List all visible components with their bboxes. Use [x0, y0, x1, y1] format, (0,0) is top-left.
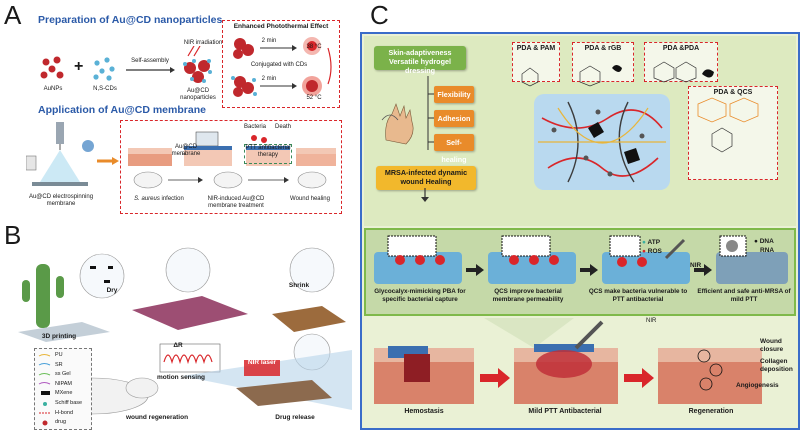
ptt-label: PTT antibacterial therapy	[245, 145, 291, 158]
panel-a-letter: A	[4, 0, 22, 30]
label-motion-sensing: motion sensing	[156, 374, 206, 381]
dna-text: DNA	[759, 238, 774, 245]
atp-text: ATP	[647, 239, 661, 246]
step-2-text: QCS improve bacterial membrane permeabil…	[492, 288, 564, 303]
nscds-label: N,S-CDs	[93, 86, 117, 92]
time-2min-bottom: 2 min	[261, 76, 277, 82]
label-delta-r: ΔR	[173, 342, 183, 349]
panel-a-app-title: Application of Au@CD membrane	[38, 104, 206, 116]
application-box	[120, 120, 342, 214]
ros-label: ● ROS	[642, 248, 662, 255]
property-bracket	[427, 76, 434, 150]
legend-item-nipam: NIPAM	[55, 380, 73, 387]
legend-item-drug: drug	[55, 419, 67, 426]
legend-item-schiff: Schiff base	[55, 399, 83, 406]
label-drug-release: Drug release	[275, 414, 315, 421]
arrow-icon	[126, 67, 175, 73]
label-wound-regeneration: wound regeneration	[125, 414, 189, 421]
ptt-box	[244, 144, 292, 164]
photothermal-illustration	[231, 37, 332, 97]
self-assembly-label: Self-assembly	[131, 58, 169, 64]
atp-label: ● ATP	[642, 239, 661, 246]
death-label: Death	[274, 124, 291, 130]
hydrogel-dressing-box: Skin-adaptiveness Versatile hydrogel dre…	[374, 46, 466, 75]
pda-rgb-title: PDA & rGB	[584, 45, 622, 52]
pda-qcs-title: PDA & QCS	[713, 89, 753, 96]
flexibility-box: Flexibility	[434, 86, 474, 103]
time-2min-top: 2 min	[261, 38, 277, 44]
legend-swatches	[38, 354, 51, 426]
bacteria-label: Bacteria	[243, 124, 266, 130]
label-nir-laser: NIR laser	[247, 359, 277, 366]
wound-stages-illustration	[374, 318, 762, 404]
legend-item-hbond: H-bond	[55, 409, 74, 416]
aucd-np-label: Au@CD nanoparticles	[180, 88, 216, 101]
label-shrink: Shrink	[288, 282, 310, 289]
legend-item-pu: PU	[55, 352, 63, 358]
legend-item-sr: SR	[55, 361, 63, 368]
label-wound-closure: Wound closure	[760, 338, 784, 353]
panel-b-letter: B	[4, 220, 22, 250]
temp-52: 52 °C	[306, 95, 322, 101]
down-arrow-icon	[421, 188, 429, 202]
label-3d-printing: 3D printing	[41, 333, 77, 340]
pda-pam-box: PDA & PAM	[512, 42, 560, 82]
pda-pda-title: PDA &PDA	[662, 45, 700, 52]
label-angiogenesis: Angiogenesis	[736, 382, 779, 389]
dna-label: ● DNA	[754, 238, 774, 245]
enhanced-photothermal-label: Enhanced Photothermal Effect	[233, 23, 329, 30]
rna-label: RNA	[760, 247, 775, 254]
aucd-nanoparticle-illustration	[183, 46, 212, 83]
label-collagen: Collagen deposition	[760, 358, 793, 373]
healing-label: Wound healing	[290, 196, 330, 202]
aunps-illustration	[40, 56, 64, 79]
mouse-sequence-illustration	[133, 171, 327, 189]
pda-pda-box: PDA &PDA	[644, 42, 718, 82]
panel-b-legend: PU SR ss Gel NIPAM MXene Schiff base H-b…	[34, 348, 92, 430]
legend-item-mxene: MXene	[55, 390, 73, 397]
conjugated-label: Conjugated with CDs	[250, 62, 308, 68]
pda-pam-title: PDA & PAM	[516, 45, 556, 52]
nscds-illustration	[93, 57, 115, 81]
nir-bottom-label: NIR	[646, 318, 657, 324]
nir-mid-label: NIR	[690, 262, 702, 269]
treatment-label: NIR-induced Au@CD membrane treatment	[207, 196, 265, 209]
stage-regeneration: Regeneration	[688, 408, 734, 415]
infection-label: S. aureus infection	[124, 196, 194, 203]
mrsa-wound-box: MRSA-infected dynamic wound Healing	[376, 166, 476, 190]
step-4-text: Efficient and safe anti-MRSA of mild PTT	[697, 288, 791, 303]
step-3-text: QCS make bacteria vulnerable to PTT anti…	[588, 288, 688, 303]
hand-icon	[381, 103, 414, 145]
arrow-icon	[97, 157, 119, 165]
panel-a-prep-title: Preparation of Au@CD nanoparticles	[38, 14, 223, 26]
adhesion-box: Adhesion	[434, 110, 474, 127]
electrospin-label: Au@CD electrospinning membrane	[28, 194, 94, 207]
infection-species: S. aureus	[134, 196, 160, 202]
treatment-illustration	[128, 131, 336, 166]
pda-rgb-box: PDA & rGB	[572, 42, 634, 82]
self-healing-box: Self-healing	[434, 134, 474, 164]
temp-38: 38 °C	[306, 44, 322, 50]
electrospinning-illustration	[26, 122, 94, 186]
step-1-text: Glycocalyx-mimicking PBA for specific ba…	[374, 288, 466, 303]
chemical-structures	[521, 61, 759, 153]
aunps-label: AuNPs	[43, 86, 63, 92]
network-illustration	[538, 101, 666, 183]
legend-item-ssgel: ss Gel	[55, 371, 71, 378]
aucd-membrane-label: Au@CD membrane	[171, 144, 201, 157]
stage-hemostasis: Hemostasis	[404, 408, 444, 415]
infection-word: infection	[161, 196, 184, 202]
ros-text: ROS	[647, 248, 662, 255]
mechanism-illustrations	[374, 235, 788, 284]
plus-sign: +	[74, 58, 84, 75]
panel-c-letter: C	[370, 0, 389, 30]
stage-mild-ptt: Mild PTT Antibacterial	[528, 408, 602, 415]
nir-irradiation-label: NIR irradiation	[183, 40, 223, 46]
label-dry: Dry	[106, 287, 118, 294]
photothermal-box	[222, 20, 340, 108]
